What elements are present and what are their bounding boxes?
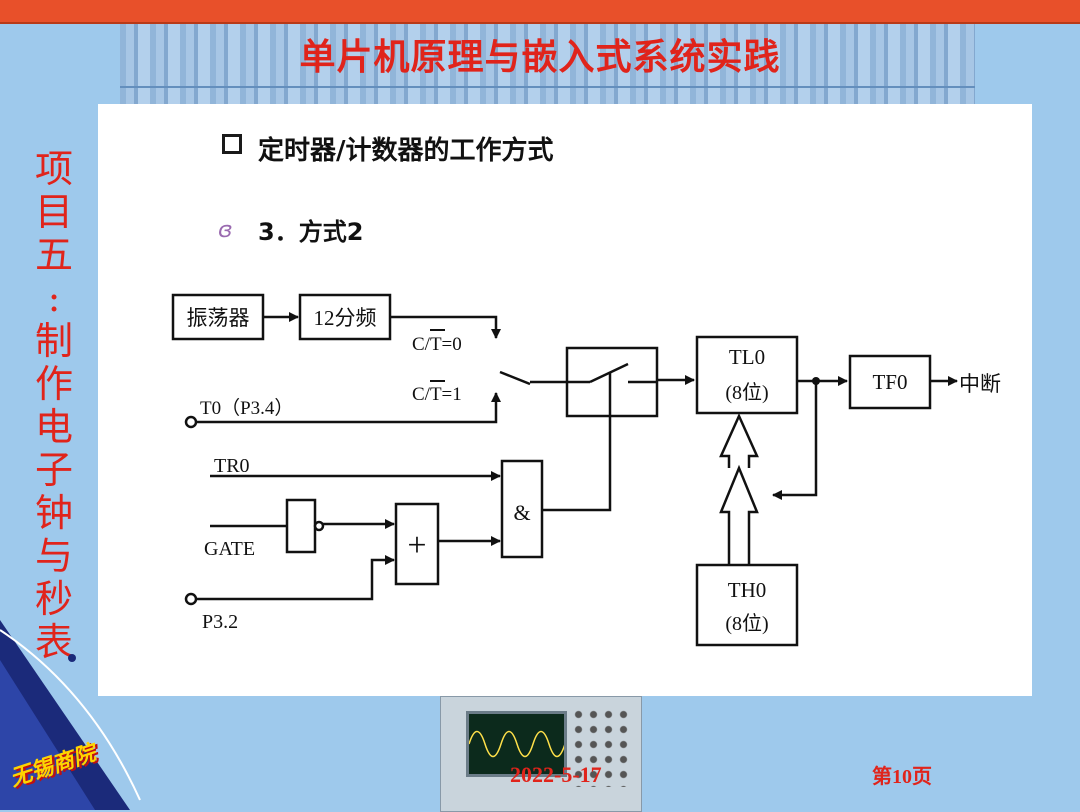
tl0-bits-label: (8位): [725, 381, 768, 404]
page-number: 第10页: [872, 760, 932, 789]
or-gate-label: +: [407, 527, 426, 564]
and-gate-label: &: [513, 500, 530, 525]
ct1-label: C/T=1: [412, 384, 462, 405]
tl0-label: TL0: [729, 345, 765, 369]
gate-label: GATE: [204, 538, 255, 560]
t0-pin-label: T0（P3.4）: [200, 397, 293, 419]
not-gate-box: [287, 500, 315, 552]
tr0-label: TR0: [214, 455, 250, 477]
th0-label: TH0: [728, 578, 767, 602]
interrupt-label: 中断: [959, 372, 1001, 396]
tf0-label: TF0: [872, 370, 907, 394]
ct0-label: C/T=0: [412, 334, 462, 355]
p32-label: P3.2: [202, 611, 238, 633]
oscillator-label: 振荡器: [187, 306, 250, 330]
slide-date: 2022-5-17: [510, 762, 602, 788]
divider-label: 12分频: [314, 306, 377, 330]
th0-bits-label: (8位): [725, 612, 768, 635]
